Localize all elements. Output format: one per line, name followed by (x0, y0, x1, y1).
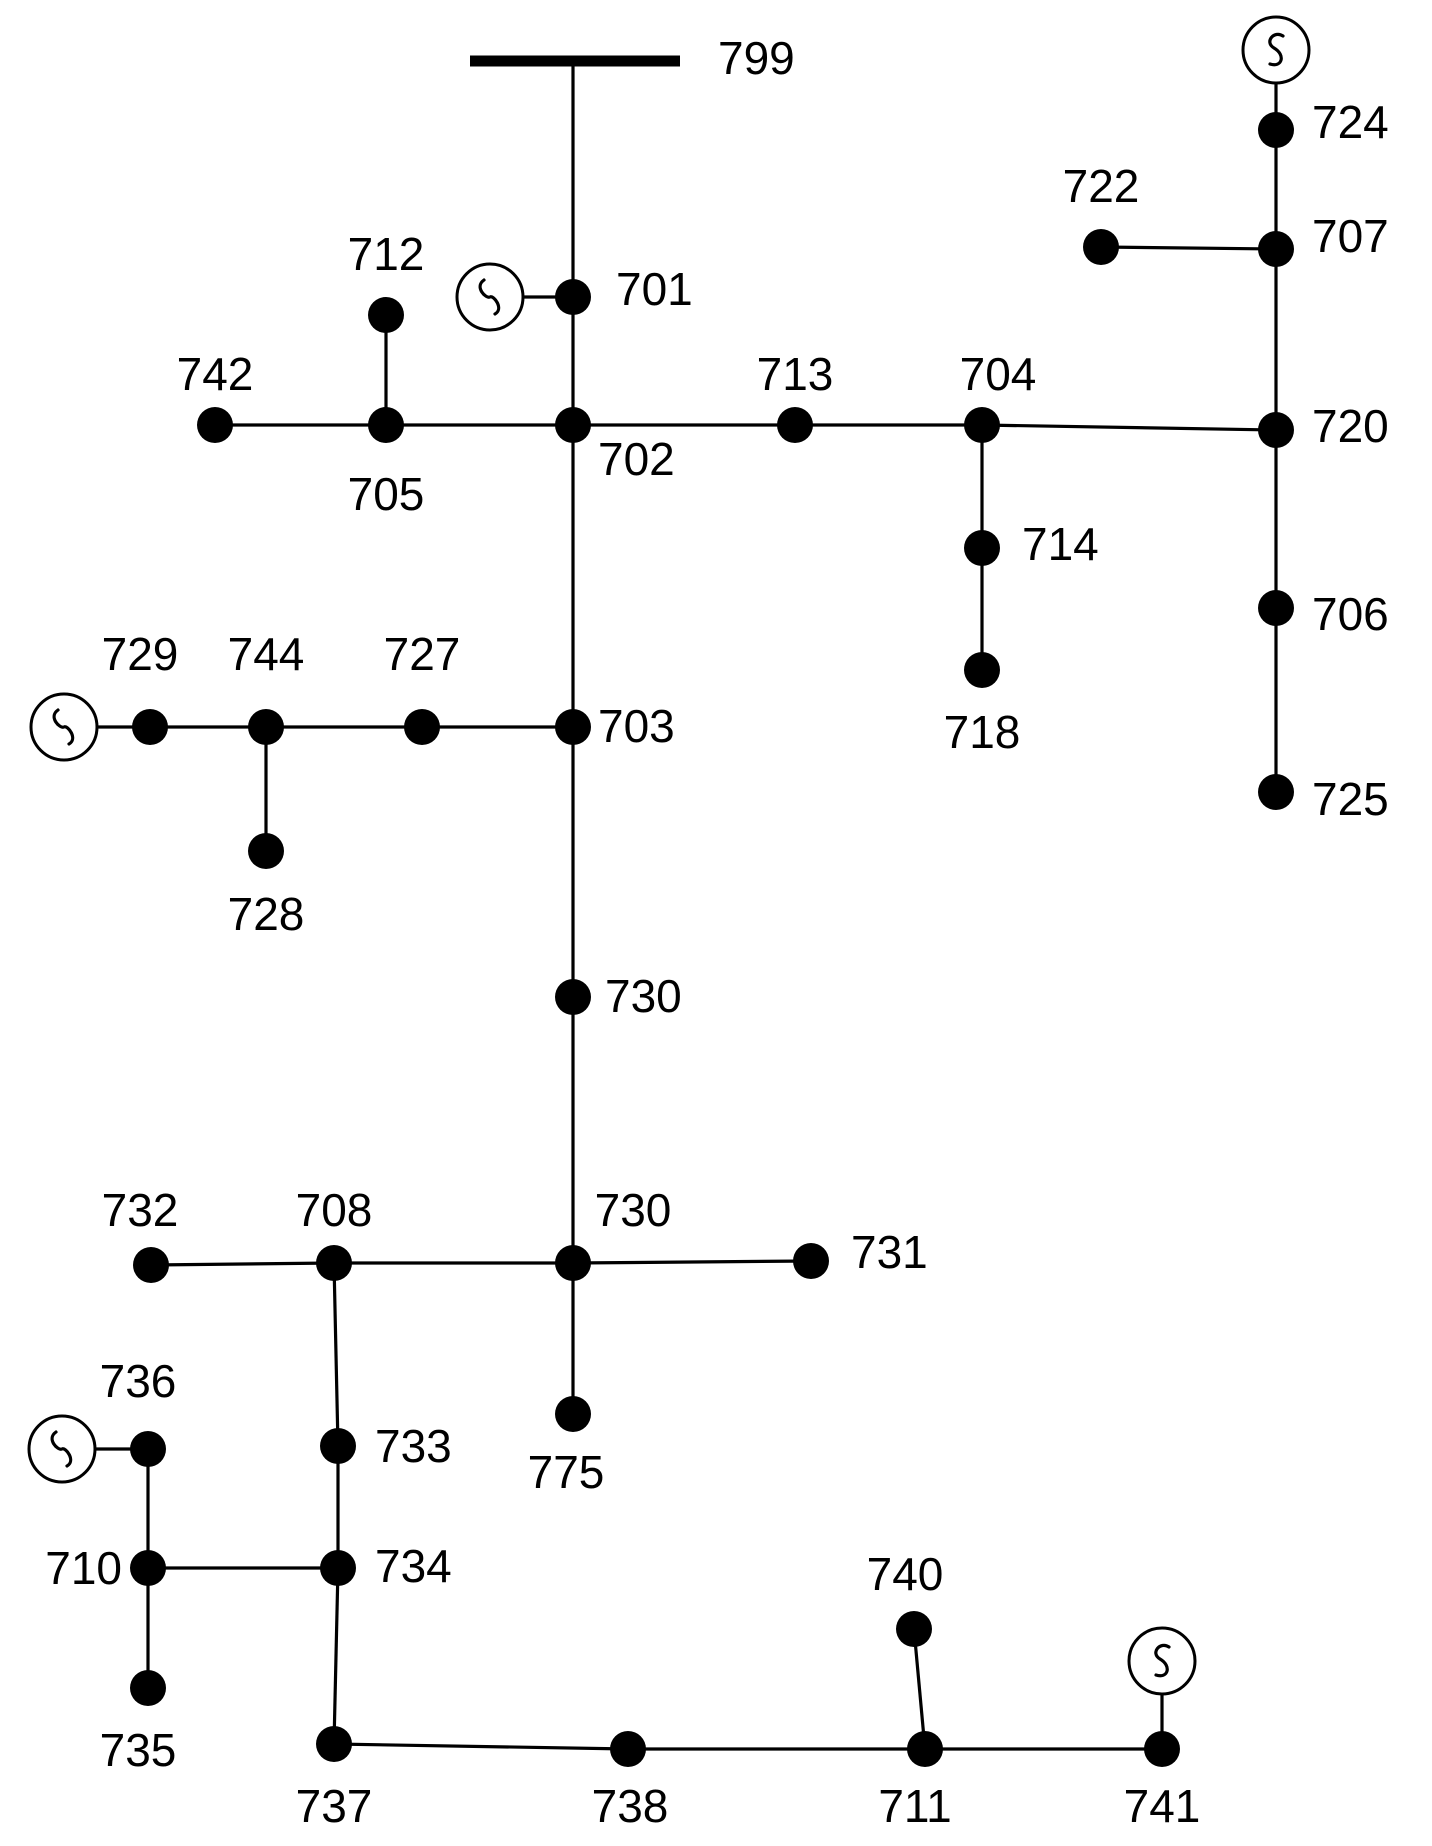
bus-node-706 (1258, 590, 1294, 626)
generators (27, 15, 1311, 1749)
bus-node-707 (1258, 231, 1294, 267)
bus-node-713 (777, 407, 813, 443)
label-702: 702 (598, 433, 675, 485)
bus-node-734 (320, 1550, 356, 1586)
bus-node-742 (197, 407, 233, 443)
bus-node-735 (130, 1670, 166, 1706)
bus-node-727 (404, 709, 440, 745)
label-711: 711 (878, 1780, 951, 1832)
label-736: 736 (100, 1355, 177, 1407)
label-799: 799 (718, 32, 795, 84)
line-730b-731 (572, 1259, 812, 1265)
bus-node-740 (896, 1611, 932, 1647)
label-737: 737 (296, 1780, 373, 1832)
label-722: 722 (1063, 160, 1140, 212)
bus-labels: 799 701 702 705 712 742 713 704 714 718 720 707 722… (45, 32, 1389, 1832)
bus-node-730a (555, 979, 591, 1015)
label-730b: 730 (595, 1184, 672, 1236)
bus-node-775 (555, 1396, 591, 1432)
bus-node-737 (316, 1726, 352, 1762)
line-704-720 (981, 423, 1277, 432)
label-741: 741 (1124, 1780, 1201, 1832)
label-710: 710 (45, 1542, 122, 1594)
bus-node-714 (964, 530, 1000, 566)
label-704: 704 (960, 348, 1037, 400)
line-segments (146, 61, 1278, 1751)
label-707: 707 (1312, 210, 1389, 262)
bus-node-711 (907, 1731, 943, 1767)
generator-icon (29, 692, 99, 762)
label-744: 744 (228, 628, 305, 680)
bus-node-708 (316, 1245, 352, 1281)
bus-node-729 (132, 709, 168, 745)
bus-node-724 (1258, 112, 1294, 148)
bus-node-712 (368, 297, 404, 333)
bus-node-720 (1258, 412, 1294, 448)
label-731: 731 (851, 1226, 928, 1278)
bus-node-730b (555, 1245, 591, 1281)
label-740: 740 (867, 1548, 944, 1600)
line-707-722 (1100, 245, 1277, 251)
label-729: 729 (102, 628, 179, 680)
bus-node-725 (1258, 774, 1294, 810)
label-724: 724 (1312, 96, 1389, 148)
label-734: 734 (375, 1540, 452, 1592)
label-714: 714 (1022, 518, 1099, 570)
bus-node-732 (133, 1247, 169, 1283)
label-706: 706 (1312, 588, 1389, 640)
line-708-733 (332, 1262, 340, 1447)
line-711-740 (912, 1628, 927, 1750)
bus-node-718 (964, 652, 1000, 688)
bus-node-710 (130, 1550, 166, 1586)
bus-node-744 (248, 709, 284, 745)
label-732: 732 (102, 1184, 179, 1236)
bus-node-701 (555, 279, 591, 315)
bus-node-731 (793, 1243, 829, 1279)
label-705: 705 (348, 468, 425, 520)
bus-node-738 (610, 1731, 646, 1767)
bus-node-736 (130, 1431, 166, 1467)
label-718: 718 (944, 706, 1021, 758)
label-713: 713 (757, 348, 834, 400)
bus-node-705 (368, 407, 404, 443)
label-738: 738 (592, 1780, 669, 1832)
bus-node-702 (555, 407, 591, 443)
bus-node-733 (320, 1428, 356, 1464)
bus-nodes (130, 112, 1294, 1767)
label-712: 712 (348, 228, 425, 280)
generator-icon (27, 1414, 97, 1484)
label-742: 742 (177, 348, 254, 400)
label-725: 725 (1312, 773, 1389, 825)
label-720: 720 (1312, 400, 1389, 452)
bus-node-704 (964, 407, 1000, 443)
label-701: 701 (616, 263, 693, 315)
label-735: 735 (100, 1724, 177, 1776)
bus-node-728 (248, 833, 284, 869)
label-733: 733 (375, 1420, 452, 1472)
label-727: 727 (384, 628, 461, 680)
label-775: 775 (528, 1446, 605, 1498)
bus-node-722 (1083, 229, 1119, 265)
generator-icon (1241, 15, 1311, 85)
line-734-737 (332, 1567, 340, 1745)
line-737-738 (333, 1742, 629, 1751)
label-703: 703 (598, 700, 675, 752)
bus-node-741 (1144, 1731, 1180, 1767)
generator-icon (455, 262, 525, 332)
label-708: 708 (296, 1184, 373, 1236)
generator-icon (1127, 1626, 1197, 1696)
label-728: 728 (228, 888, 305, 940)
bus-node-703 (555, 709, 591, 745)
label-730a: 730 (605, 970, 682, 1022)
line-708-732 (150, 1261, 335, 1267)
